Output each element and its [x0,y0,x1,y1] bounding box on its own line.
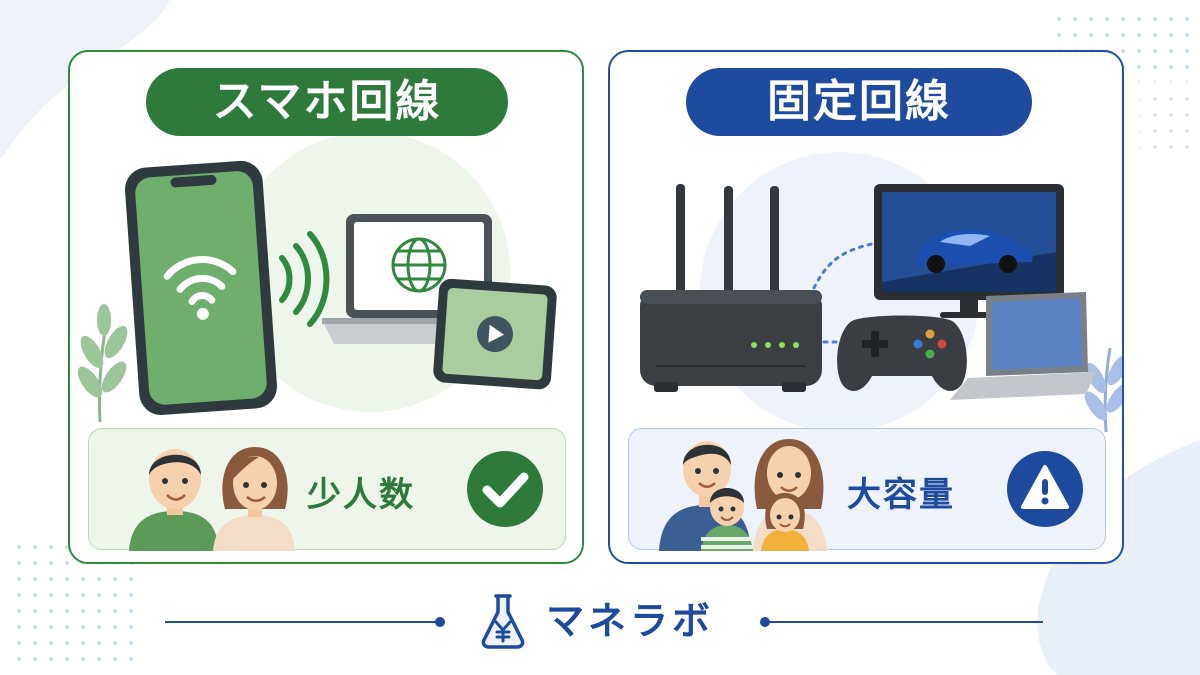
game-controller-icon [837,315,967,391]
few-people-label: 少人数 [307,475,415,515]
smartphone-icon [124,160,277,415]
fixed-line-title: 固定回線 [686,68,1032,136]
check-icon [467,451,543,527]
footer-divider-dot-left [435,617,445,627]
brand-name: マネラボ [546,599,715,643]
smartphone-devices-illustration [77,132,557,423]
connection-lines [808,242,874,344]
couple-illustration [129,447,295,551]
laptop-icon [950,292,1096,400]
tablet-icon [433,278,557,390]
family-illustration [659,439,827,551]
footer-divider-left [165,621,440,623]
yen-flask-icon [481,594,525,649]
smartphone-line-title: スマホ回線 [146,68,508,136]
router-icon [640,184,822,392]
sports-car-icon [916,229,1033,273]
signal-waves-icon [279,231,330,327]
footer-divider-dot-right [760,617,770,627]
leaf-icon [1084,347,1122,433]
fixed-line-panel: 固定回線 [608,50,1124,564]
footer-divider-right [765,621,1043,623]
warning-icon [1007,451,1083,527]
info-card-few-people: 少人数 [88,428,566,551]
smartphone-line-panel: スマホ回線 少人数 [68,50,584,564]
television-icon [874,184,1064,318]
info-card-large-capacity: 大容量 [628,428,1106,551]
leaf-icon [77,304,128,423]
home-network-illustration [640,152,1122,433]
globe-icon [391,237,447,293]
large-capacity-label: 大容量 [847,475,955,515]
